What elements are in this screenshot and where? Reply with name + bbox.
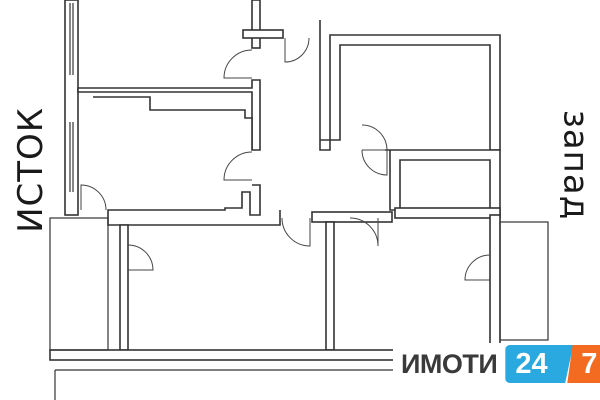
door bbox=[281, 217, 311, 247]
logo-badge: 24 7 bbox=[505, 345, 600, 383]
exterior-wall-south bbox=[49, 349, 401, 361]
door bbox=[361, 124, 388, 151]
wall bbox=[325, 221, 335, 351]
wall bbox=[119, 224, 129, 351]
brand-logo: ИМОТИ 24 7 bbox=[393, 343, 600, 385]
balcony-east bbox=[49, 217, 109, 351]
wall bbox=[385, 149, 501, 216]
logo-24: 24 bbox=[505, 345, 574, 383]
logo-text: ИМОТИ bbox=[401, 348, 498, 379]
exterior-wall-west bbox=[489, 214, 501, 361]
door bbox=[80, 184, 107, 211]
wall bbox=[311, 211, 393, 223]
wall bbox=[319, 20, 501, 151]
door bbox=[464, 254, 491, 281]
wall bbox=[251, 0, 261, 49]
direction-label-west: запад bbox=[555, 109, 596, 221]
door bbox=[223, 49, 253, 79]
wall bbox=[107, 184, 281, 226]
wall bbox=[242, 29, 284, 39]
door bbox=[349, 217, 379, 247]
direction-label-east: ИСТОК bbox=[10, 107, 51, 233]
wall bbox=[77, 79, 261, 151]
door bbox=[223, 151, 253, 181]
balcony-west bbox=[499, 221, 549, 341]
exterior-wall-east bbox=[64, 0, 79, 216]
wall bbox=[394, 207, 501, 219]
wall bbox=[93, 96, 253, 150]
door bbox=[361, 149, 388, 176]
door bbox=[127, 244, 154, 271]
door bbox=[284, 37, 310, 63]
logo-7: 7 bbox=[567, 345, 600, 383]
